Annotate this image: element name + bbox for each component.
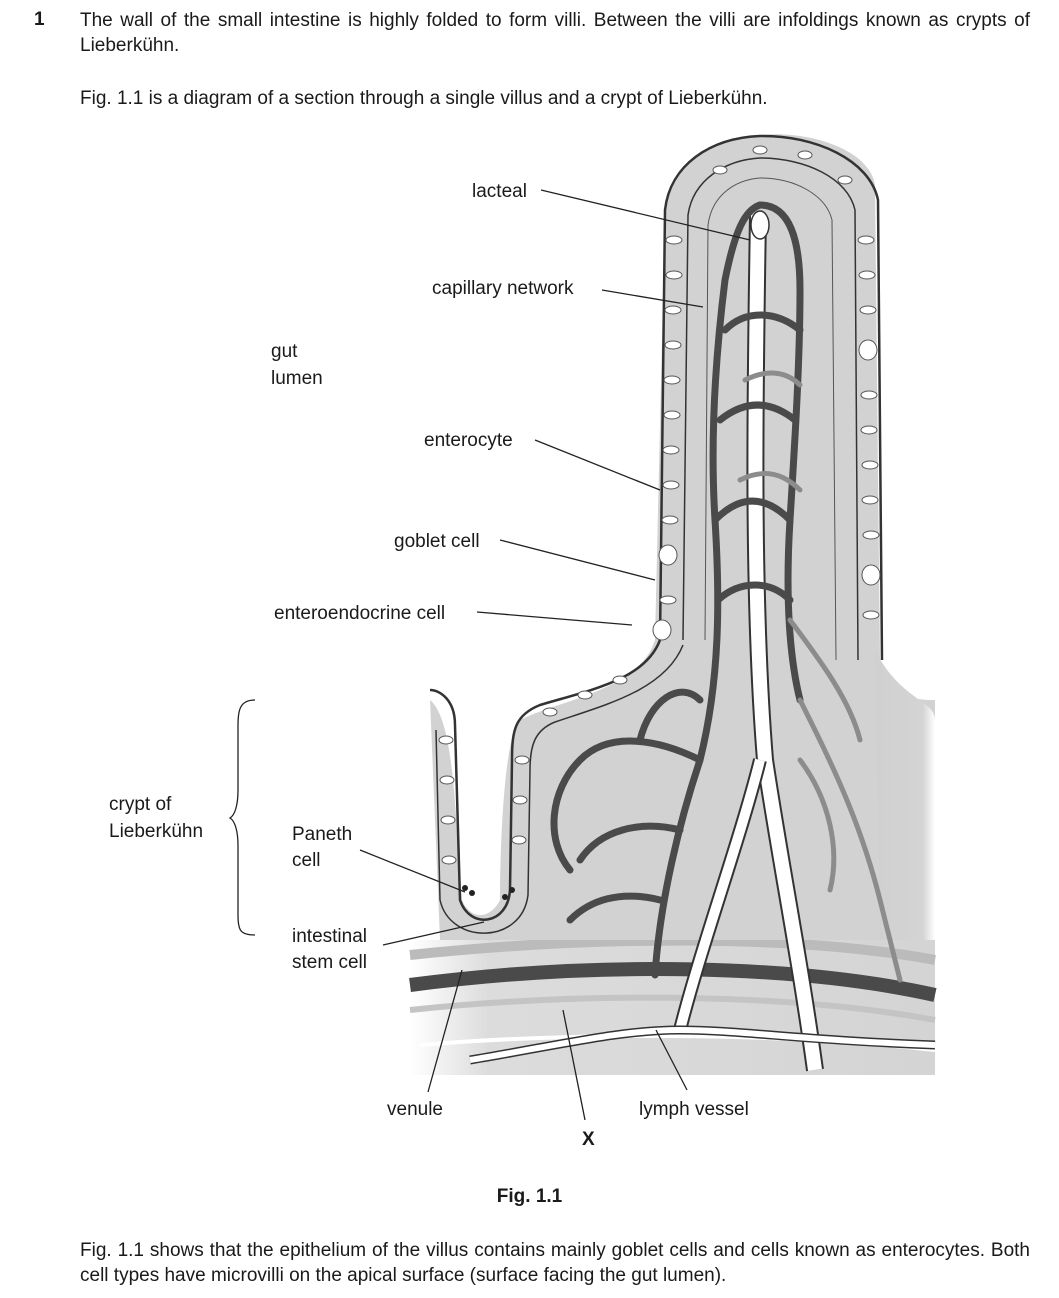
label-crypt-line1: crypt of bbox=[109, 794, 172, 815]
label-enterocyte: enterocyte bbox=[424, 430, 513, 451]
label-crypt-line2: Lieberkühn bbox=[109, 821, 203, 842]
crypt-brace bbox=[228, 699, 256, 936]
label-lacteal: lacteal bbox=[472, 181, 527, 202]
label-paneth-line1: Paneth bbox=[292, 824, 352, 845]
label-enteroendocrine-cell: enteroendocrine cell bbox=[274, 603, 445, 624]
label-paneth-line2: cell bbox=[292, 850, 321, 871]
lymph-vessels bbox=[469, 210, 936, 1072]
figure-intro: Fig. 1.1 is a diagram of a section throu… bbox=[80, 88, 768, 109]
label-gut-lumen-line2: lumen bbox=[271, 368, 323, 389]
question-intro: The wall of the small intestine is highl… bbox=[80, 10, 1030, 56]
label-stem-line2: stem cell bbox=[292, 952, 367, 973]
label-gut-lumen-line1: gut bbox=[271, 341, 298, 362]
capillary-network bbox=[550, 201, 804, 979]
question-number: 1 bbox=[34, 9, 45, 30]
lamina-propria bbox=[430, 134, 935, 940]
label-lymph-vessel: lymph vessel bbox=[639, 1099, 749, 1120]
label-capillary-network: capillary network bbox=[432, 278, 574, 299]
capillary-network-light bbox=[737, 370, 903, 983]
label-venule: venule bbox=[387, 1099, 443, 1120]
paneth-cells bbox=[462, 885, 515, 900]
epithelial-cells bbox=[438, 145, 881, 865]
villus-epithelium bbox=[429, 134, 884, 934]
leader-lines bbox=[359, 189, 751, 1121]
figure-caption: Fig. 1.1 bbox=[496, 1186, 563, 1207]
label-x-marker: X bbox=[582, 1129, 595, 1150]
closing-paragraph: Fig. 1.1 shows that the epithelium of th… bbox=[80, 1240, 1030, 1286]
label-stem-line1: intestinal bbox=[292, 926, 367, 947]
label-goblet-cell: goblet cell bbox=[394, 531, 480, 552]
